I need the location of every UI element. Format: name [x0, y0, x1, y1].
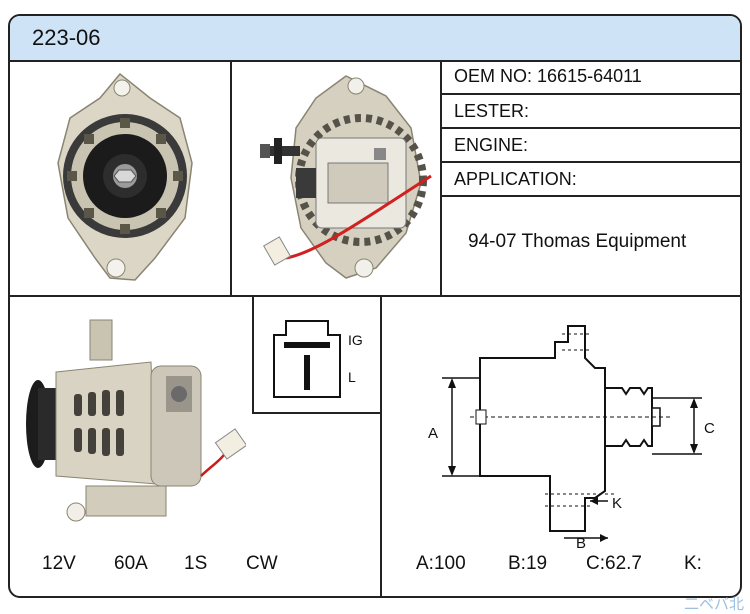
oem-value: 16615-64011	[537, 66, 642, 86]
dim-b-value: B:19	[508, 553, 548, 574]
dim-k-marker: K	[612, 495, 622, 512]
dim-k-value: K:	[684, 553, 702, 574]
info-divider	[442, 127, 740, 129]
col-divider-2	[440, 60, 442, 295]
col-divider-3	[380, 295, 382, 596]
row-divider	[10, 295, 740, 297]
info-divider	[442, 93, 740, 95]
dim-b-marker: B	[576, 535, 586, 551]
alternator-side-image	[26, 319, 246, 522]
part-number: 223-06	[32, 25, 101, 50]
alternator-front-image	[57, 72, 193, 281]
title-bar: 223-06	[10, 16, 740, 62]
connector-diagram: IG L	[252, 297, 380, 414]
col-divider-1	[230, 60, 232, 295]
product-card: 223-06 OEM NO: 16615-64011 LESTER: ENGIN…	[8, 14, 742, 598]
application-label: APPLICATION:	[454, 169, 577, 189]
engine-row: ENGINE:	[442, 129, 740, 162]
ig-terminal-label: IG	[348, 332, 363, 348]
alternator-rear-image	[260, 75, 432, 279]
application-value: 94-07 Thomas Equipment	[468, 231, 687, 252]
lester-row: LESTER:	[442, 95, 740, 128]
oem-row: OEM NO: 16615-64011	[442, 60, 740, 93]
spec-voltage: 12V	[42, 553, 76, 574]
oem-label: OEM NO:	[454, 66, 533, 86]
spec-amperage: 60A	[114, 553, 148, 574]
spec-rotation: CW	[246, 553, 278, 574]
dim-a-marker: A	[428, 425, 438, 442]
watermark-logo: 二ベバ北	[683, 596, 744, 613]
application-row: APPLICATION:	[442, 163, 740, 196]
dim-c-value: C:62.7	[586, 553, 642, 574]
dim-c-marker: C	[704, 420, 715, 437]
engine-label: ENGINE:	[454, 135, 529, 155]
connector-schematic: IG L	[273, 320, 363, 398]
lester-label: LESTER:	[454, 101, 530, 121]
l-terminal-label: L	[348, 369, 356, 385]
spec-pulley: 1S	[184, 553, 208, 574]
info-divider	[442, 161, 740, 163]
info-divider	[442, 195, 740, 197]
dimension-diagram: A C K B	[428, 325, 715, 551]
dim-a-value: A:100	[416, 553, 466, 574]
